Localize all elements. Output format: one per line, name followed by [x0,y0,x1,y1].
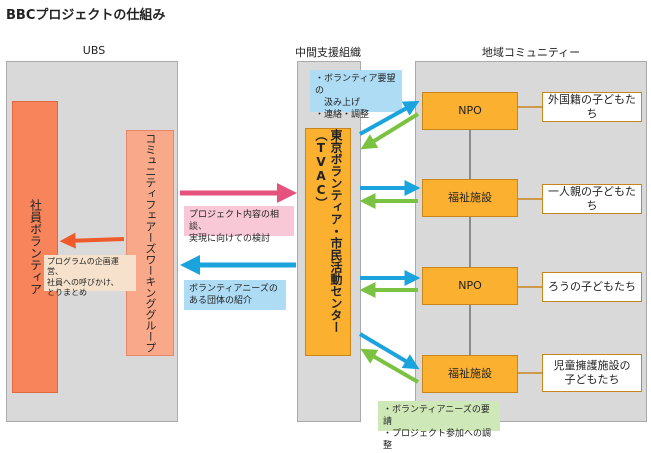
wg-note: プログラムの企画運営、 社員への呼びかけ、 とりまとめ [44,255,136,297]
wg-note-line: プログラムの企画運営、 [47,257,119,277]
beneficiary-box: 一人親の子どもたち [542,184,642,214]
community-heading: 地域コミュニティー [481,46,581,59]
arrow-org-to-tvac [360,112,420,150]
org-name: 福祉施設 [448,190,492,204]
arrow-wg-to-employee [59,232,125,249]
beneficiary-box: 児童擁護施設の子どもたち [542,354,642,392]
org-name: NPO [458,103,482,117]
employee-volunteer-label: 社員ボランティア [28,199,43,295]
page-title: BBCプロジェクトの仕組み [6,8,166,23]
beneficiary-label: ろうの子どもたち [548,279,636,293]
tvac-note: ・ボランティア要望の 汲み上げ ・連絡・調整 [310,70,402,120]
introduction-note-line: ある団体の紹介 [189,296,253,307]
org-box-npo: NPO [422,267,518,305]
org-name: NPO [458,278,482,292]
wg-note-line: 社員への呼びかけ、 [47,277,119,287]
org-name: 福祉施設 [448,366,492,380]
arrow-tvac-to-org [359,100,420,136]
wg-note-line: とりまとめ [47,288,87,298]
working-group-box: コミュニティフェアーズワーキンググループ [126,130,174,356]
tvac-note-line: ・連絡・調整 [315,110,370,121]
tvac-note-line: 汲み上げ [315,98,361,109]
beneficiary-label: 一人親の子どもたち [548,184,636,212]
consultation-note-line: プロジェクト内容の相談、 [189,210,280,233]
beneficiary-box: 外国籍の子どもたち [542,92,642,122]
beneficiary-label: 児童擁護施設の子どもたち [553,358,631,386]
intermediary-heading: 中間支援組織 [295,46,361,59]
org-box-welfare: 福祉施設 [422,179,518,217]
consultation-note: プロジェクト内容の相談、 実現に向けての検討 [184,206,294,244]
org-box-welfare: 福祉施設 [422,355,518,393]
request-note-line: ・プロジェクト参加への調整 [383,429,492,452]
org-connector [469,108,471,388]
introduction-note: ボランティアニーズの ある団体の紹介 [184,280,286,310]
arrow-org-to-tvac [360,348,419,384]
request-note-line: ・ボランティアニーズの要請 [383,405,490,428]
ubs-heading: UBS [82,44,106,57]
tvac-label: 東京ボランティア・市民活動センター（TVAC） [314,129,343,333]
arrow-tvac-to-org [358,332,420,370]
beneficiary-label: 外国籍の子どもたち [548,92,636,120]
beneficiary-box: ろうの子どもたち [542,272,642,302]
org-box-npo: NPO [422,92,518,130]
consultation-note-line: 実現に向けての検討 [189,234,271,245]
employee-volunteer-box: 社員ボランティア [12,101,58,393]
tvac-box: 東京ボランティア・市民活動センター（TVAC） [305,128,351,356]
introduction-note-line: ボランティアニーズの [189,284,278,294]
working-group-label: コミュニティフェアーズワーキンググループ [143,133,157,353]
request-note: ・ボランティアニーズの要請 ・プロジェクト参加への調整 [378,401,500,451]
tvac-note-line: ・ボランティア要望の [315,74,396,97]
